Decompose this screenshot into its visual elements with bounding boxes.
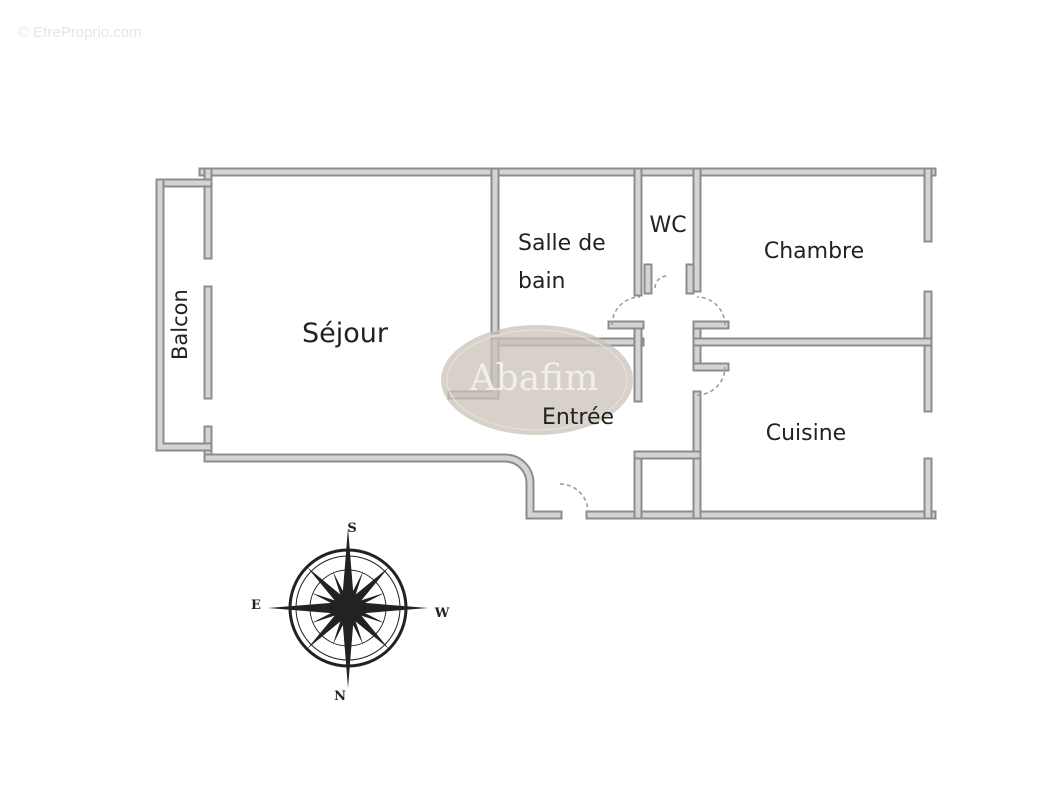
room-label-chambre: Chambre xyxy=(764,239,864,264)
room-label-balcon: Balcon xyxy=(168,289,192,360)
walls xyxy=(155,167,937,520)
door-swing xyxy=(696,366,726,396)
door-swing xyxy=(611,296,641,326)
wall xyxy=(157,180,211,450)
room-label-wc: WC xyxy=(649,213,686,238)
room-label-salle-de-bain: Salle de xyxy=(518,231,606,256)
room-label-salle-de-bain-2: bain xyxy=(518,269,566,294)
watermark: © EtreProprio.com xyxy=(18,24,142,41)
compass-north: N xyxy=(334,689,346,704)
compass-east: E xyxy=(251,598,261,613)
compass-south: S xyxy=(347,521,356,536)
door-swing xyxy=(696,296,726,326)
wall xyxy=(205,455,561,518)
logo-text: Abafim xyxy=(469,358,599,399)
logo-abafim: Abafim xyxy=(441,325,633,435)
wall xyxy=(203,453,563,520)
room-label-sejour: Séjour xyxy=(302,318,389,349)
door-swing xyxy=(654,275,668,289)
compass-rose: S N E W xyxy=(251,521,450,704)
room-label-entree: Entrée xyxy=(542,405,614,430)
room-label-cuisine: Cuisine xyxy=(766,421,846,446)
compass-west: W xyxy=(434,606,450,621)
door-swing xyxy=(559,483,589,513)
doors xyxy=(559,275,726,513)
